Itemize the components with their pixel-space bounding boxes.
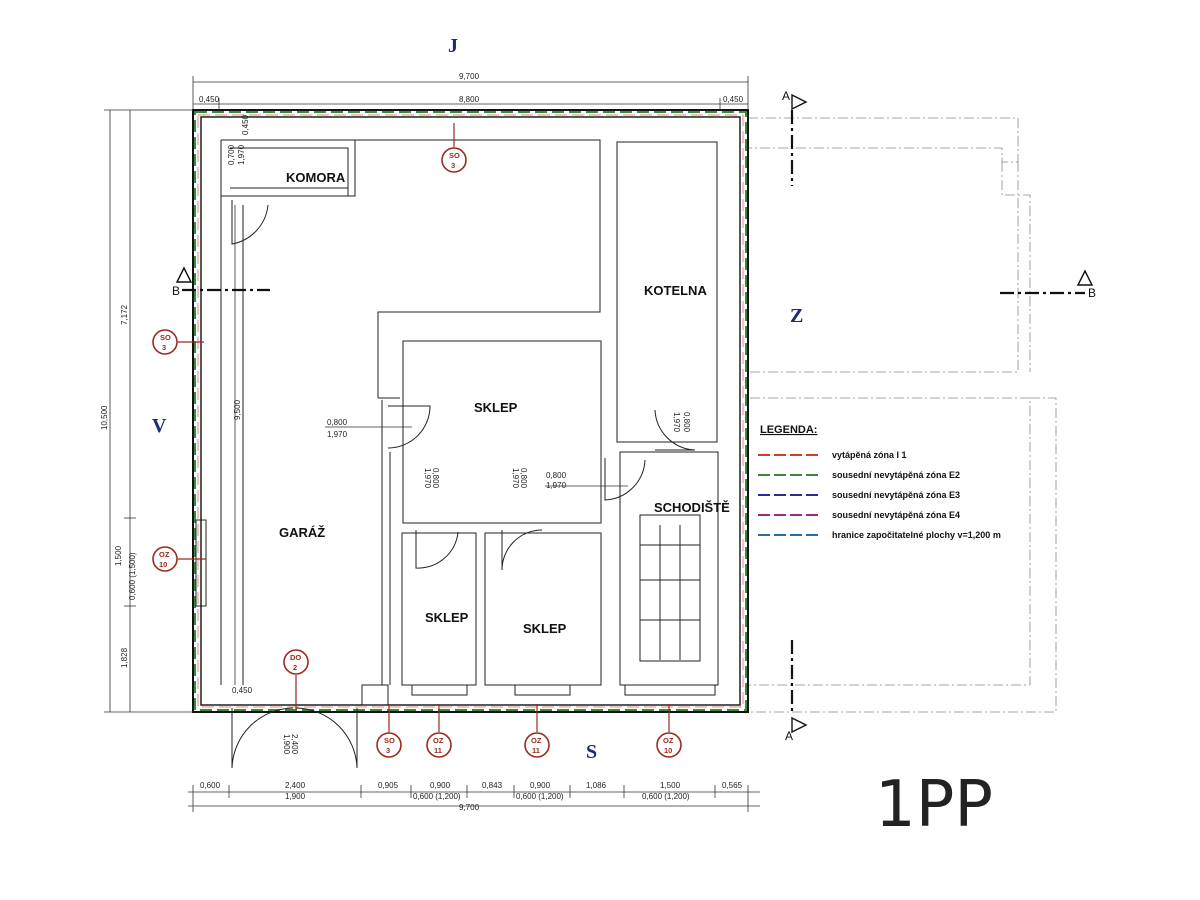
room-sklep-right: SKLEP bbox=[523, 621, 567, 636]
legend-item-label: vytápěná zóna I 1 bbox=[832, 450, 907, 460]
dim-left-win2: 0,600 (1,500) bbox=[128, 552, 137, 600]
svg-text:SO: SO bbox=[384, 736, 395, 745]
svg-text:10: 10 bbox=[664, 746, 672, 755]
svg-text:11: 11 bbox=[434, 746, 442, 755]
section-b-right: B bbox=[1088, 286, 1096, 300]
dim-door-s1a: 0,800 bbox=[431, 468, 440, 489]
svg-text:3: 3 bbox=[451, 161, 455, 170]
top-dimensions bbox=[192, 76, 749, 110]
dim-left-total: 10,500 bbox=[100, 405, 109, 430]
svg-text:10: 10 bbox=[159, 560, 167, 569]
door-swings bbox=[231, 200, 696, 769]
dim-top-right: 0,450 bbox=[723, 95, 744, 104]
dim-door-s1b: 1,970 bbox=[423, 468, 432, 489]
dim-bottom-total: 9,700 bbox=[459, 803, 480, 812]
outer-walls bbox=[192, 109, 749, 713]
adjacent-building-outline bbox=[748, 117, 1057, 713]
svg-text:OZ: OZ bbox=[663, 736, 674, 745]
tag-oz10-bottom: OZ 10 bbox=[656, 732, 682, 758]
dim-left-upper: 7,172 bbox=[120, 304, 129, 325]
dim-garage-door-a: 2,400 bbox=[290, 734, 299, 755]
dim-komora-w: 0,700 bbox=[227, 144, 236, 165]
legend-item-label: sousední nevytápěná zóna E3 bbox=[832, 490, 960, 500]
room-schodiste: SCHODIŠTĚ bbox=[654, 500, 730, 515]
section-line-a bbox=[790, 93, 808, 734]
left-dimensions bbox=[104, 109, 236, 713]
dim-top-total: 9,700 bbox=[459, 72, 480, 81]
svg-text:SO: SO bbox=[449, 151, 460, 160]
dim-top-mid: 8,800 bbox=[459, 95, 480, 104]
south-label: S bbox=[586, 741, 597, 763]
dim-b2: 2,400 bbox=[285, 781, 306, 790]
door-dim-leaders bbox=[325, 426, 628, 487]
dim-b6: 0,900 bbox=[530, 781, 551, 790]
bottom-dimensions bbox=[188, 785, 760, 812]
legend-item-label: sousední nevytápěná zóna E2 bbox=[832, 470, 960, 480]
east-label: Z bbox=[790, 305, 803, 327]
dim-c8: 0,600 (1,200) bbox=[642, 792, 690, 801]
dim-komora-h: 1,970 bbox=[237, 144, 246, 165]
dim-b8: 1,500 bbox=[660, 781, 681, 790]
dim-c6: 0,600 (1,200) bbox=[516, 792, 564, 801]
dim-b3: 0,905 bbox=[378, 781, 399, 790]
dim-b9: 0,565 bbox=[722, 781, 743, 790]
legend-title: LEGENDA: bbox=[760, 424, 817, 436]
dim-bottom-450: 0,450 bbox=[232, 686, 253, 695]
svg-text:3: 3 bbox=[162, 343, 166, 352]
dim-b4: 0,900 bbox=[430, 781, 451, 790]
dim-door-s2a: 0,800 bbox=[519, 468, 528, 489]
dim-door-sklep-w: 0,800 bbox=[327, 418, 348, 427]
svg-text:OZ: OZ bbox=[531, 736, 542, 745]
svg-text:3: 3 bbox=[386, 746, 390, 755]
room-kotelna: KOTELNA bbox=[644, 283, 707, 298]
dim-c4: 0,600 (1,200) bbox=[413, 792, 461, 801]
room-sklep-left: SKLEP bbox=[425, 610, 469, 625]
legend-item-label: sousední nevytápěná zóna E4 bbox=[832, 510, 960, 520]
svg-text:OZ: OZ bbox=[433, 736, 444, 745]
north-label: J bbox=[448, 35, 458, 57]
svg-text:SO: SO bbox=[160, 333, 171, 342]
tag-oz11-b: OZ 11 bbox=[524, 732, 550, 758]
dim-garage-door-b: 1,900 bbox=[282, 734, 291, 755]
room-komora: KOMORA bbox=[286, 170, 346, 185]
dim-top-left: 0,450 bbox=[199, 95, 220, 104]
tag-oz10-left: OZ 10 bbox=[152, 546, 178, 572]
legend-item-label: hranice započitatelné plochy v=1,200 m bbox=[832, 530, 1001, 540]
dim-left-lower: 1,828 bbox=[120, 647, 129, 668]
tag-so3-bottom: SO 3 bbox=[376, 732, 402, 758]
room-sklep-main: SKLEP bbox=[474, 400, 518, 415]
section-a-top: A bbox=[782, 89, 790, 103]
section-line-b bbox=[175, 266, 1094, 295]
dim-c2: 1,900 bbox=[285, 792, 306, 801]
svg-text:OZ: OZ bbox=[159, 550, 170, 559]
section-a-bottom: A bbox=[785, 729, 793, 743]
dim-door-kotelna2: 1,970 bbox=[672, 412, 681, 433]
dim-door-sklep-h: 1,970 bbox=[327, 430, 348, 439]
floor-label: 1PP bbox=[875, 768, 993, 842]
dim-door-schod-h: 1,970 bbox=[546, 481, 567, 490]
west-label: V bbox=[152, 415, 167, 437]
room-garaz: GARÁŽ bbox=[279, 525, 325, 540]
dim-b1: 0,600 bbox=[200, 781, 221, 790]
section-b-left: B bbox=[172, 284, 180, 298]
dim-door-s2b: 1,970 bbox=[511, 468, 520, 489]
svg-text:2: 2 bbox=[293, 663, 297, 672]
svg-text:11: 11 bbox=[532, 746, 540, 755]
dim-b7: 1,086 bbox=[586, 781, 607, 790]
dim-inner-950: 9,500 bbox=[233, 399, 242, 420]
interior-walls bbox=[195, 139, 719, 706]
dim-door-schod-w: 0,800 bbox=[546, 471, 567, 480]
tag-leaders bbox=[178, 123, 670, 732]
tag-oz11-a: OZ 11 bbox=[426, 732, 452, 758]
dim-top-450: 0,450 bbox=[241, 114, 250, 135]
dim-door-kotelna: 0,800 bbox=[682, 412, 691, 433]
tag-so3-top: SO 3 bbox=[441, 147, 467, 173]
tag-do2: DO 2 bbox=[283, 649, 309, 675]
dim-b5: 0,843 bbox=[482, 781, 503, 790]
dim-left-win: 1,500 bbox=[114, 545, 123, 566]
svg-text:DO: DO bbox=[290, 653, 301, 662]
tag-so3-left: SO 3 bbox=[152, 329, 178, 355]
legend: LEGENDA: vytápěná zóna I 1 sousední nevyt… bbox=[758, 424, 1001, 540]
